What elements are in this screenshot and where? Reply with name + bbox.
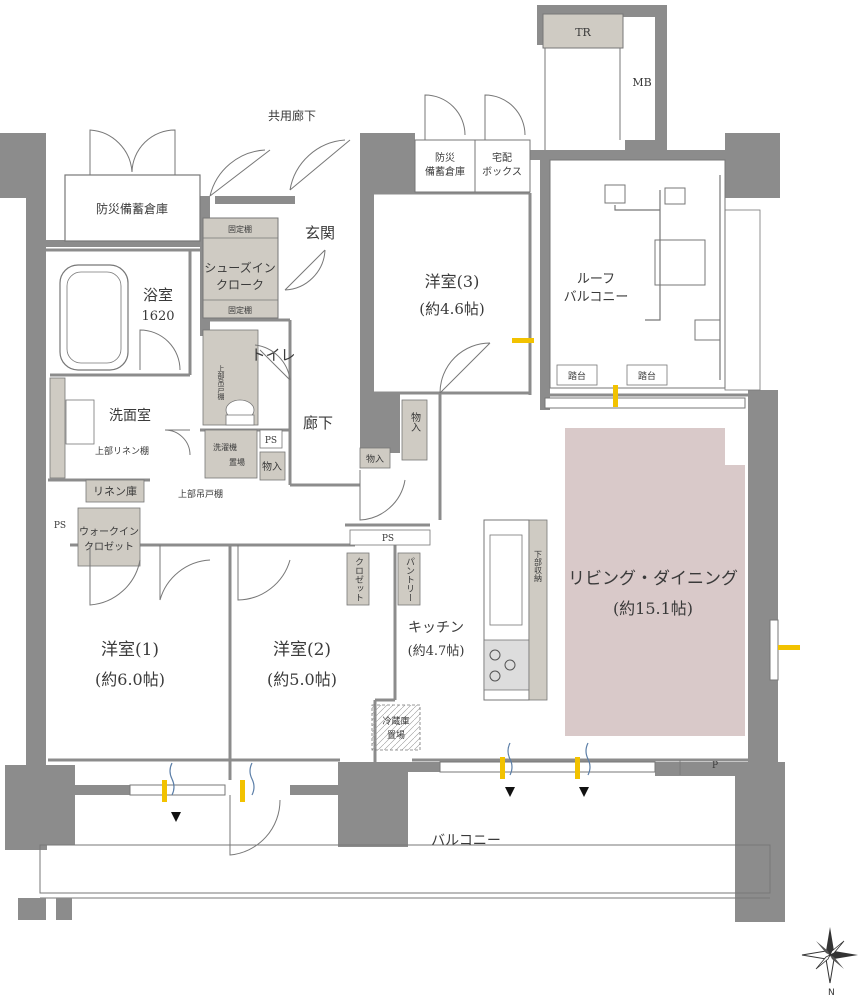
balcony-rail (39, 844, 771, 894)
vent-icons (162, 338, 800, 822)
bathtub (59, 264, 129, 371)
shoes-closet-shelf-bottom: 固定棚 (228, 305, 252, 315)
disaster-storage-outer-label: 防災備蓄倉庫 (96, 201, 168, 216)
roof-balcony-line2: バルコニー (564, 290, 629, 305)
disaster-storage-line1: 防災 (435, 151, 455, 164)
toilet-label: トイレ (250, 346, 295, 364)
pantry (397, 552, 421, 606)
room3-size: (約4.6帖) (419, 300, 485, 318)
room1-name: 洋室(1) (101, 640, 159, 660)
step-1: 踏台 (568, 370, 586, 382)
hallway-label: 廊下 (303, 414, 333, 432)
disaster-storage-outer (64, 174, 201, 242)
shoes-closet-shelf-top: 固定棚 (228, 224, 252, 234)
disaster-storage-line2: 備蓄倉庫 (425, 165, 465, 178)
ps-label-3: PS (382, 534, 394, 544)
shoes-closet-line2: クローク (216, 278, 264, 292)
shoes-closet-line1: シューズイン (204, 260, 275, 275)
ldk-area (565, 428, 745, 736)
kitchen-label: キッチン (408, 620, 464, 636)
room3-name: 洋室(3) (425, 272, 480, 291)
delivery-box-line2: ボックス (482, 166, 522, 178)
washbasin-icon (65, 399, 95, 445)
fridge-line1: 冷蔵庫 (382, 715, 409, 727)
delivery-box (474, 139, 531, 193)
bath-label: 浴室 (143, 286, 173, 304)
disaster-storage-box (414, 139, 476, 193)
room2-size: (約5.0帖) (267, 670, 337, 689)
step-2: 踏台 (638, 370, 656, 382)
room2-name: 洋室(2) (273, 640, 331, 660)
kitchen-closet (346, 552, 370, 606)
windows (129, 397, 779, 796)
washroom-upper-cabinet: 上部吊戸棚 (178, 488, 223, 500)
sink-icon (489, 534, 523, 626)
tr-box (542, 13, 624, 49)
room3-storage-label: 物入 (409, 411, 421, 432)
pantry-label: パントリー (404, 557, 415, 602)
linen-label: リネン庫 (93, 484, 137, 498)
entrance-label: 玄関 (305, 224, 335, 242)
fridge-line2: 置場 (387, 729, 405, 741)
tr-label: TR (575, 26, 591, 39)
fridge-space (371, 704, 421, 751)
p-label: P (712, 761, 718, 771)
balcony-label: バルコニー (431, 833, 501, 849)
washroom-upper-linen: 上部リネン棚 (95, 445, 149, 457)
door-swings (89, 94, 526, 197)
ldk-label: リビング・ダイニング (568, 569, 738, 589)
corridor-label: 共用廊下 (268, 108, 316, 123)
hall-storage-1: 物入 (262, 460, 282, 473)
kitchen-closet-label: クロゼット (353, 557, 364, 602)
walkin-line2: クロゼット (84, 541, 134, 553)
compass-icon: N (801, 927, 858, 998)
toilet-upper-cabinet: 上部吊戸棚 (217, 364, 225, 401)
ps-label-2: PS (54, 521, 66, 531)
washer-line1: 洗濯機 (213, 442, 237, 452)
ps-label-1: PS (265, 436, 277, 446)
washer-line2: 置場 (229, 457, 245, 467)
washroom-label: 洗面室 (109, 407, 151, 424)
under-storage (528, 519, 548, 701)
shoes-closet (202, 217, 279, 319)
walkin-line1: ウォークイン (79, 526, 139, 538)
kitchen-size: (約4.7帖) (408, 644, 465, 659)
airflow-marker-icon (171, 812, 181, 822)
roof-balcony-line1: ルーフ (577, 272, 615, 287)
bath-size: 1620 (141, 309, 174, 324)
compass-north: N (828, 988, 835, 998)
washer-space (204, 429, 258, 479)
under-storage-label: 下部収納 (534, 550, 543, 583)
linen-storage (85, 479, 145, 503)
delivery-box-line1: 宅配 (492, 151, 512, 164)
room3-storage (401, 399, 428, 461)
walkin-closet (77, 507, 141, 567)
stove-icon (483, 639, 530, 691)
room1-size: (約6.0帖) (95, 670, 165, 689)
mb-label: MB (632, 76, 651, 89)
ldk-size: (約15.1帖) (613, 599, 693, 618)
hall-storage-2: 物入 (366, 453, 384, 465)
